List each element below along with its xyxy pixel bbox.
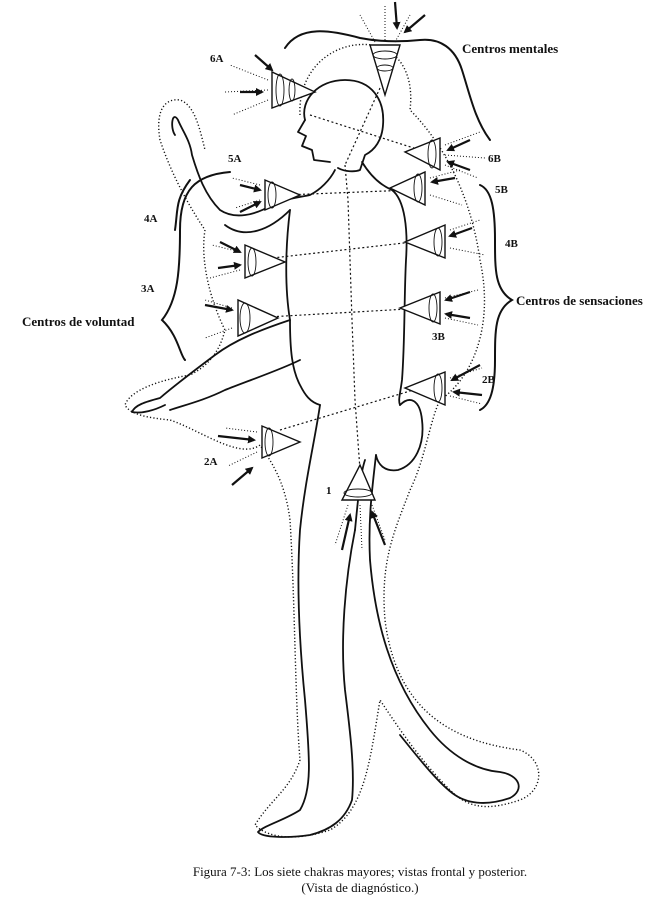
label-2b: 2B: [482, 374, 496, 386]
aura-outline: [124, 43, 540, 838]
arrow: [452, 388, 483, 397]
arrow: [239, 183, 262, 193]
label-centros-voluntad: Centros de voluntad: [22, 314, 135, 329]
label-5a: 5A: [228, 153, 242, 165]
arrow: [446, 138, 471, 152]
label-4a: 4A: [144, 213, 158, 225]
label-3a: 3A: [141, 283, 155, 295]
arrow: [370, 510, 387, 546]
label-1: 1: [326, 485, 332, 497]
chakra-cones: [204, 5, 486, 551]
chakra-4a-cone: [209, 243, 287, 280]
caption-line-2: (Vista de diagnóstico.): [301, 880, 419, 895]
chakra-3b-cone: [398, 289, 479, 326]
crown-chakra-cone: [359, 5, 411, 98]
chakra-labels: Centros mentales Centros de sensaciones …: [22, 41, 643, 497]
chakra-5a-cone: [231, 177, 302, 212]
arrow: [392, 1, 401, 30]
chakra-6b-cone: [403, 131, 486, 179]
arrow: [219, 241, 242, 253]
arrow: [217, 434, 256, 444]
brace-centros-voluntad: [160, 171, 231, 361]
arrow: [340, 513, 353, 551]
arrow: [403, 14, 426, 34]
label-5b: 5B: [495, 184, 509, 196]
brace-centros-sensaciones: [479, 184, 514, 411]
chakra-1-cone: [334, 463, 386, 551]
caption-line-1: Figura 7-3: Los siete chakras mayores; v…: [192, 864, 528, 879]
brace-centros-mentales: [284, 30, 491, 141]
label-centros-sensaciones: Centros de sensaciones: [516, 293, 643, 308]
arrow: [444, 311, 471, 320]
chakra-4b-cone: [403, 219, 486, 260]
arrow: [204, 303, 234, 313]
energy-arrows: [204, 1, 483, 551]
chakra-2b-cone: [403, 367, 483, 407]
arrow: [239, 201, 262, 213]
label-2a: 2A: [204, 456, 218, 468]
arrow: [448, 226, 473, 238]
chakra-5b-cone: [388, 169, 463, 207]
energy-channels: [249, 87, 431, 471]
arrow: [254, 54, 274, 72]
chakra-6a-cone: [224, 64, 317, 116]
label-centros-mentales: Centros mentales: [462, 41, 558, 56]
label-6a: 6A: [210, 53, 224, 65]
figure-caption: Figura 7-3: Los siete chakras mayores; v…: [140, 864, 580, 896]
label-4b: 4B: [505, 238, 519, 250]
body-figure: [131, 79, 520, 838]
label-3b: 3B: [432, 331, 446, 343]
arrow: [444, 290, 471, 302]
brace-voluntad-lower: [174, 179, 191, 231]
arrow: [430, 176, 456, 185]
arrow: [217, 261, 242, 270]
chakra-3a-cone: [204, 298, 280, 339]
arrow: [231, 466, 254, 486]
arrow: [446, 160, 471, 172]
group-braces: [160, 30, 514, 411]
label-6b: 6B: [488, 153, 502, 165]
chakra-2a-cone: [224, 424, 302, 467]
arrow: [450, 364, 481, 381]
